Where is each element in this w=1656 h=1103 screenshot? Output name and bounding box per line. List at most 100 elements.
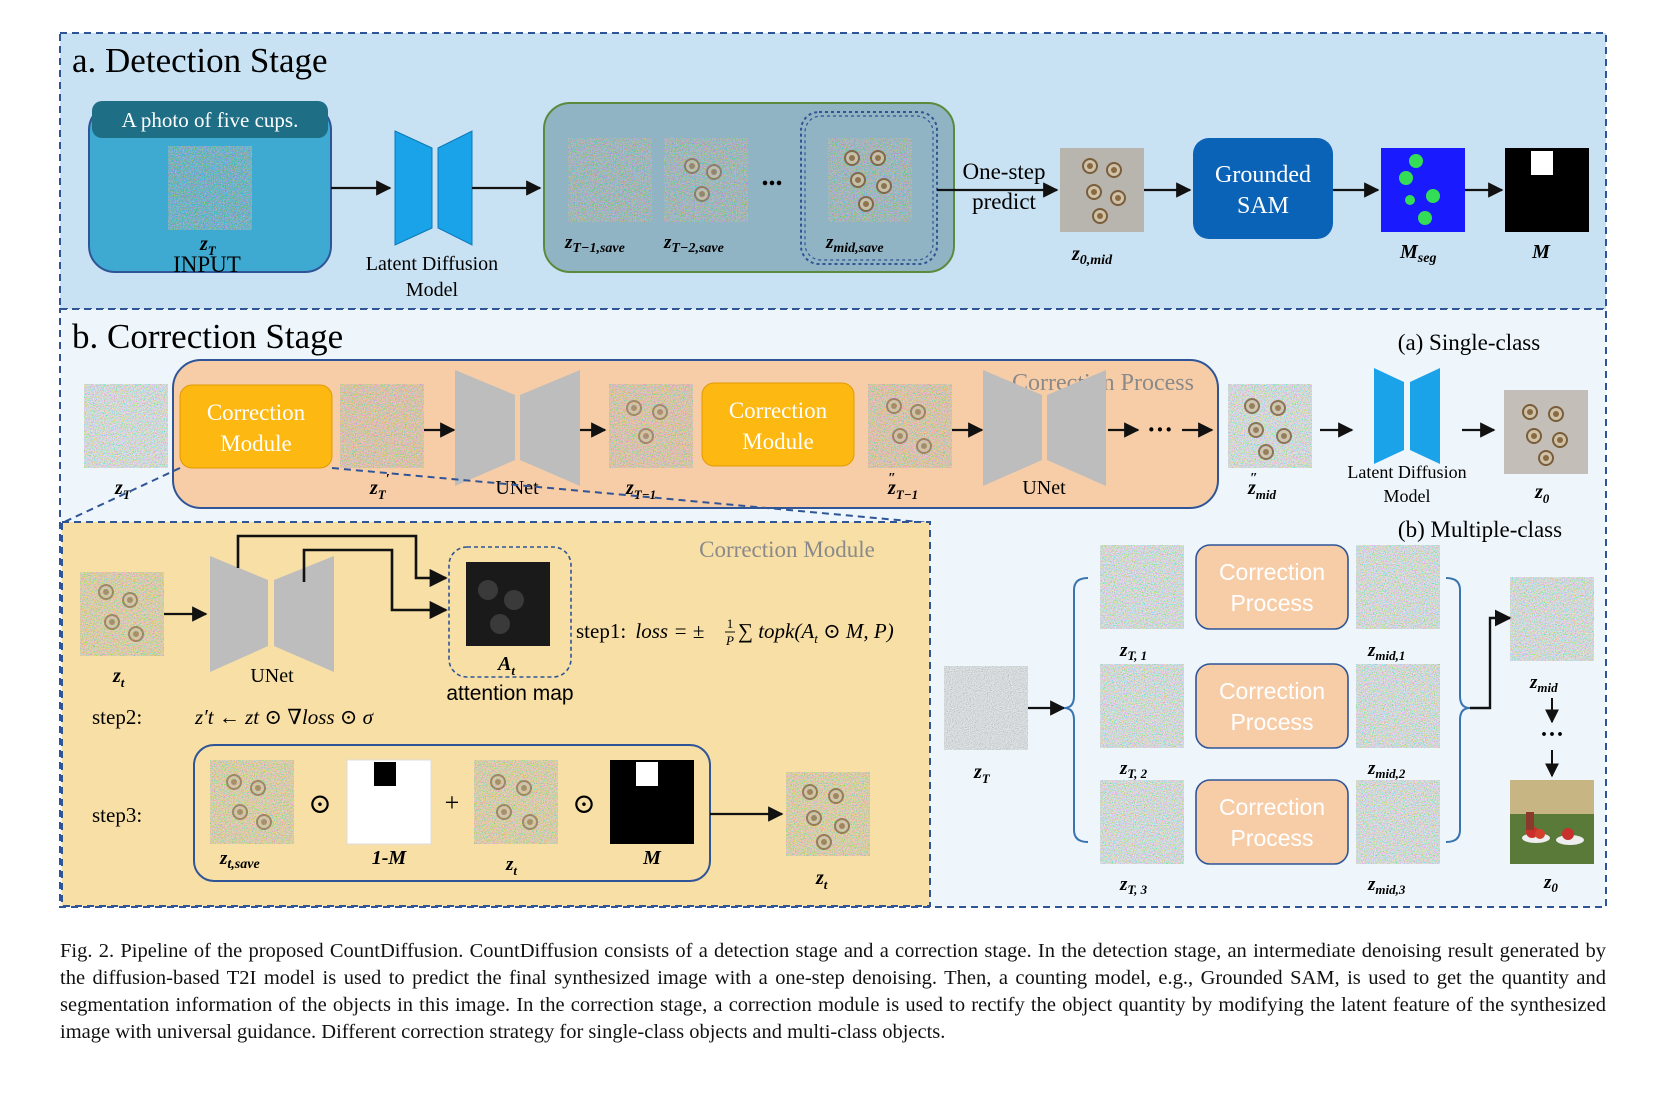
row3-process-2: Process bbox=[1230, 825, 1313, 851]
row1-in-image bbox=[1100, 545, 1184, 629]
zt-label: zt bbox=[112, 665, 125, 690]
zT-noise-image bbox=[168, 146, 252, 230]
row3-process-1: Correction bbox=[1219, 794, 1325, 820]
attention-map-frame bbox=[448, 546, 572, 678]
m-label: M bbox=[1531, 241, 1551, 263]
save-image-2 bbox=[664, 138, 748, 222]
zmid-label: zmid″ bbox=[1247, 471, 1277, 502]
zT1-pp-image bbox=[868, 384, 952, 468]
multi-class-label: (b) Multiple-class bbox=[1398, 517, 1562, 542]
multi-z0-label: z0 bbox=[1543, 872, 1558, 895]
multi-z0-sky bbox=[1510, 780, 1594, 814]
row1-process-1: Correction bbox=[1219, 559, 1325, 585]
row2-out-image bbox=[1356, 664, 1440, 748]
row3-process bbox=[1195, 779, 1349, 865]
zT1-label: zT−1 bbox=[625, 477, 656, 502]
row1-process bbox=[1195, 544, 1349, 630]
multi-dots: ··· bbox=[1540, 722, 1564, 748]
ldm2-label-2: Model bbox=[1384, 486, 1431, 506]
ldm-label-line1: Latent Diffusion bbox=[366, 253, 498, 275]
cm1-label-1: Correction bbox=[207, 400, 306, 425]
detection-stage-title: a. Detection Stage bbox=[72, 41, 328, 80]
save-image-1 bbox=[568, 138, 652, 222]
zT-label: zT bbox=[199, 233, 217, 258]
zT1-image bbox=[609, 384, 693, 468]
mseg-label: Mseg bbox=[1399, 241, 1436, 266]
multi-zmid-label: zmid bbox=[1529, 672, 1558, 695]
prompt-banner bbox=[92, 101, 328, 138]
pipeline-figure: a. Detection Stage A photo of five cups.… bbox=[59, 32, 1607, 908]
step2-formula: z′t ← zt ⊙ ∇loss ⊙ σ bbox=[194, 705, 375, 729]
row2-out-label: zmid,2 bbox=[1367, 758, 1406, 781]
At-label: At bbox=[496, 653, 515, 678]
zT-input-image bbox=[84, 384, 168, 468]
save1-label: zT−1,save bbox=[564, 232, 625, 256]
unet-1-icon bbox=[455, 370, 580, 486]
multi-zmid-image bbox=[1510, 577, 1594, 661]
zT1-pp-label: zT−1″ bbox=[887, 471, 918, 502]
input-label: INPUT bbox=[173, 252, 241, 277]
unet-2-label: UNet bbox=[1022, 477, 1066, 499]
row3-out-label: zmid,3 bbox=[1367, 874, 1406, 897]
zt-image bbox=[80, 572, 164, 656]
row1-out-image bbox=[1356, 545, 1440, 629]
save-ellipsis: ... bbox=[762, 161, 783, 192]
ldm-label-line2: Model bbox=[406, 279, 459, 301]
gsam-label-2: SAM bbox=[1237, 193, 1289, 219]
onestep-label-2: predict bbox=[972, 189, 1036, 214]
cm1-label-2: Module bbox=[220, 431, 292, 456]
module-unet-icon bbox=[210, 556, 334, 672]
z0mid-label: z0,mid bbox=[1071, 243, 1113, 268]
mseg-blobs bbox=[1399, 154, 1440, 225]
zt-pp-label: zt bbox=[815, 867, 828, 892]
zT-prime-image bbox=[340, 384, 424, 468]
unet-1-label: UNet bbox=[495, 477, 539, 499]
ldm-hourglass-icon bbox=[394, 130, 473, 246]
row2-in-label: zT, 2 bbox=[1119, 758, 1148, 781]
row3-in-image bbox=[1100, 780, 1184, 864]
multi-zT-label: zT bbox=[973, 761, 991, 786]
step3-label: step3: bbox=[92, 803, 142, 827]
zT-input-label: zT bbox=[114, 477, 132, 502]
ztsave-label: zt,save bbox=[219, 848, 260, 872]
gsam-label-1: Grounded bbox=[1215, 162, 1311, 188]
row3-out-image bbox=[1356, 780, 1440, 864]
prompt-text: A photo of five cups. bbox=[122, 108, 299, 132]
onestep-label-1: One-step bbox=[962, 159, 1045, 184]
one-minus-m-black bbox=[374, 762, 396, 786]
row1-in-label: zT, 1 bbox=[1119, 640, 1147, 663]
correction-stage-title: b. Correction Stage bbox=[72, 317, 343, 356]
ldm2-hourglass-icon bbox=[1374, 368, 1440, 464]
multi-zT-image bbox=[944, 666, 1028, 750]
step1-frac-num: 1 bbox=[727, 616, 734, 631]
zt-prime-image bbox=[474, 760, 558, 844]
module-title: Correction Module bbox=[699, 537, 875, 562]
process-dots: ··· bbox=[1147, 415, 1173, 444]
step1-frac-den: P bbox=[725, 633, 734, 648]
figure-caption: Fig. 2. Pipeline of the proposed CountDi… bbox=[60, 940, 1606, 1043]
row2-process bbox=[1195, 663, 1349, 749]
row2-process-1: Correction bbox=[1219, 678, 1325, 704]
odot-2: ⊙ bbox=[572, 789, 595, 820]
unet-2-icon bbox=[983, 370, 1106, 486]
row2-process-2: Process bbox=[1230, 709, 1313, 735]
m-step3-white bbox=[636, 762, 658, 786]
step2-label: step2: bbox=[92, 705, 142, 729]
ldm2-label-1: Latent Diffusion bbox=[1347, 462, 1466, 482]
cm2-label-1: Correction bbox=[729, 398, 828, 423]
attention-blobs bbox=[478, 580, 524, 634]
zT-prime-label: zT′ bbox=[369, 472, 390, 502]
arrow-multi-zmid bbox=[1470, 609, 1512, 710]
odot-1: ⊙ bbox=[308, 789, 331, 820]
attn-arrow-1 bbox=[236, 534, 448, 588]
grounded-sam-box bbox=[1193, 138, 1333, 239]
row1-process-2: Process bbox=[1230, 590, 1313, 616]
correction-module-button-2 bbox=[701, 382, 855, 467]
correction-module-button-1 bbox=[179, 384, 333, 469]
plus-sign: + bbox=[445, 788, 460, 817]
save2-label: zT−2,save bbox=[663, 232, 724, 256]
left-brace bbox=[1063, 577, 1089, 843]
single-class-label: (a) Single-class bbox=[1398, 330, 1540, 355]
m-step3-label: M bbox=[642, 847, 662, 869]
module-unet-label: UNet bbox=[250, 665, 294, 687]
